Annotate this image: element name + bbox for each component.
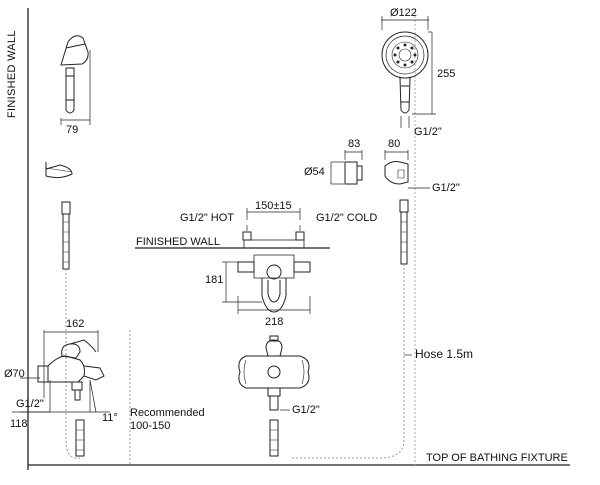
- dim-spout-thread: G1/2": [16, 398, 44, 410]
- dim-body-height: 181: [205, 274, 224, 286]
- mixer-body-top: [222, 208, 311, 314]
- finished-wall-label-horizontal: FINISHED WALL: [136, 236, 220, 248]
- dim-inlet-spacing: 150±15: [255, 200, 292, 212]
- hose-right: [292, 199, 412, 459]
- dim-head-thread: G1/2": [414, 126, 442, 138]
- wall-holder-left: [45, 162, 73, 179]
- dim-hand-shower-width: 79: [66, 124, 79, 136]
- mixer-front-view: [238, 335, 310, 457]
- top-of-bathing-fixture-label: TOP OF BATHING FIXTURE: [426, 452, 568, 464]
- finished-wall-label-vertical: FINISHED WALL: [6, 30, 18, 118]
- cold-inlet-label: G1/2" COLD: [316, 212, 378, 224]
- dim-holder-thread: G1/2": [432, 182, 460, 194]
- recommended-range-label: 100-150: [130, 420, 171, 432]
- mixer-side-view: [12, 330, 110, 457]
- dim-mixer-diameter: Ø70: [4, 368, 25, 380]
- shower-head-right: [381, 16, 436, 128]
- hose-length-label: Hose 1.5m: [415, 347, 474, 361]
- recommended-label: Recommended: [130, 407, 205, 419]
- dim-mixer-depth: 162: [66, 318, 85, 330]
- wall-outlet-elbow: [330, 150, 363, 185]
- dim-body-width: 218: [265, 316, 284, 328]
- dim-head-length: 255: [437, 68, 456, 80]
- dim-outlet-depth: 83: [348, 138, 361, 150]
- hand-shower-left: [60, 35, 91, 125]
- dim-head-diameter: Ø122: [390, 7, 417, 19]
- dim-spout-height: 118: [10, 418, 28, 430]
- wall-holder-right: [384, 150, 430, 189]
- dim-holder-width: 80: [388, 138, 401, 150]
- dim-spout-angle: 11°: [102, 412, 118, 424]
- dim-outlet-diameter: Ø54: [304, 166, 325, 178]
- reference-lines: [27, 8, 570, 470]
- hot-inlet-label: G1/2" HOT: [180, 212, 235, 224]
- dim-outlet-thread: G1/2": [292, 404, 320, 416]
- hose-left: [61, 201, 81, 459]
